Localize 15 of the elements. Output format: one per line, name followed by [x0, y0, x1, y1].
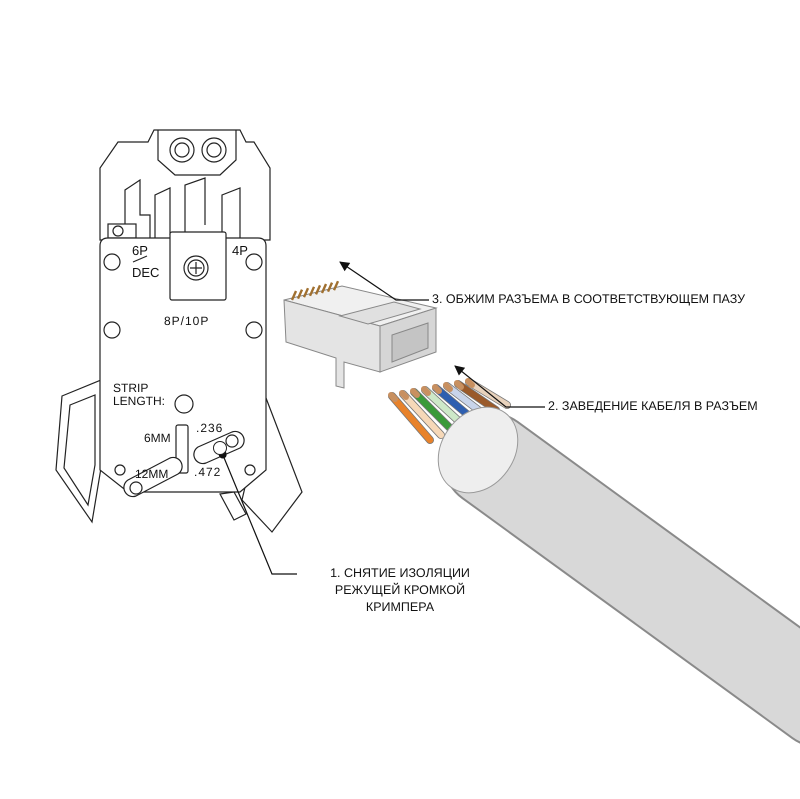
- part-label: .236: [196, 422, 224, 436]
- part-label: 6MM: [144, 432, 171, 446]
- part-label: DEC: [132, 266, 160, 280]
- part-label: 12MM: [135, 468, 168, 482]
- part-label: STRIP LENGTH:: [113, 382, 166, 408]
- part-label: .472: [194, 466, 222, 480]
- callout-text: 2. ЗАВЕДЕНИЕ КАБЕЛЯ В РАЗЪЕМ: [548, 398, 758, 415]
- callout-text: 1. СНЯТИЕ ИЗОЛЯЦИИ РЕЖУЩЕЙ КРОМКОЙ КРИМПЕРА: [300, 565, 500, 616]
- part-label: 4P: [232, 244, 248, 258]
- part-label: 8P/10P: [164, 315, 210, 328]
- arrow: [454, 365, 545, 408]
- leader-line: [218, 450, 297, 575]
- arrow: [339, 261, 429, 301]
- part-label: 6P: [132, 244, 148, 258]
- callout-text: 3. ОБЖИМ РАЗЪЕМА В СООТВЕТСТВУЮЩЕМ ПАЗУ: [432, 291, 746, 308]
